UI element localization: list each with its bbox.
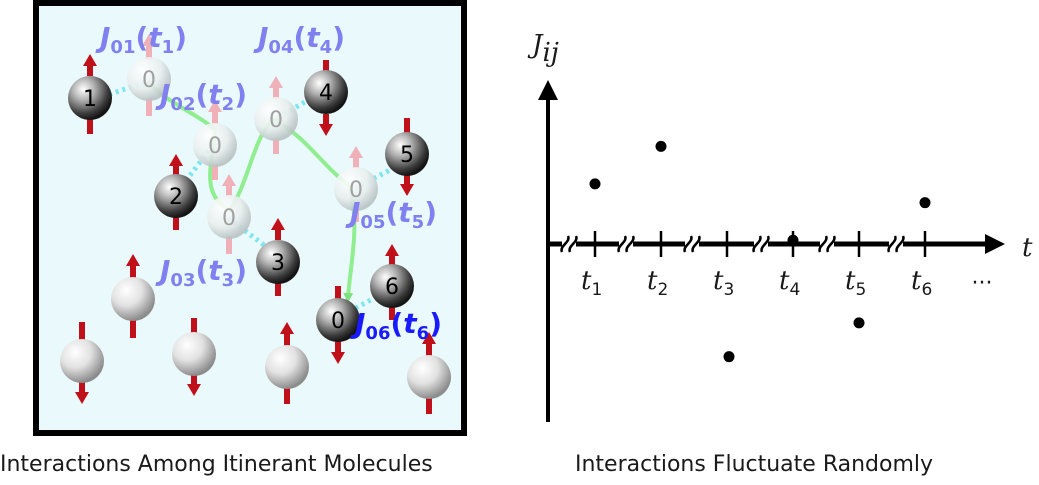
- molecule-6-label: 6: [385, 275, 399, 300]
- axis-break: [752, 235, 770, 253]
- light-molecule-d: [265, 322, 309, 404]
- ghost-molecule-t1: 0: [127, 34, 171, 116]
- ghost-label-t4: 0: [269, 108, 283, 133]
- left-caption: Interactions Among Itinerant Molecules: [0, 452, 433, 477]
- right-caption: Interactions Fluctuate Randomly: [575, 452, 934, 477]
- molecule-4-label: 4: [319, 81, 333, 106]
- data-point-t4: [787, 234, 799, 246]
- molecule-3: 3: [256, 218, 300, 296]
- light-molecule-c: [172, 318, 216, 396]
- ghost-label-t5: 0: [349, 178, 363, 203]
- j04-label: J04(t4): [253, 21, 345, 58]
- molecule-2-label: 2: [169, 185, 183, 210]
- ghost-molecule-t5: 0: [334, 146, 378, 222]
- data-point-t6: [919, 197, 931, 209]
- other-molecules: [60, 254, 451, 414]
- ghost-label-t2: 0: [208, 134, 222, 159]
- ghost-molecules: 0 0 0 0: [127, 34, 378, 254]
- molecule-0-label: 0: [331, 309, 345, 334]
- ghost-molecule-t2: 0: [193, 100, 237, 180]
- tick-label-5: t5: [845, 266, 866, 300]
- molecule-2: 2: [154, 154, 198, 230]
- molecule-6: 6: [370, 244, 414, 320]
- ghost-label-t3: 0: [222, 206, 236, 231]
- axis-break: [887, 235, 905, 253]
- molecule-0-current: 0: [316, 286, 360, 364]
- axis-break: [683, 235, 701, 253]
- tick-labels: t1 t2 t3 t4 t5 t6: [581, 266, 932, 300]
- diagram-canvas: 0 0 0 0: [33, 0, 1033, 436]
- molecule-4: 4: [304, 60, 348, 136]
- data-point-t5: [853, 317, 865, 329]
- molecule-5-label: 5: [400, 143, 414, 168]
- tick-label-2: t2: [647, 266, 668, 300]
- light-molecule-b: [60, 322, 104, 404]
- right-panel: Jij t t1 t2 t3 t4 t5 t6 ···: [527, 30, 1033, 422]
- molecule-3-label: 3: [271, 251, 285, 276]
- axis-break: [617, 235, 635, 253]
- light-molecule-a: [111, 254, 155, 338]
- x-axis-label: t: [1022, 233, 1033, 263]
- tick-label-1: t1: [581, 266, 602, 300]
- data-point-t1: [589, 178, 601, 190]
- axis-break: [818, 235, 836, 253]
- light-molecule-e: [407, 332, 451, 414]
- molecule-1-label: 1: [83, 87, 97, 112]
- data-point-t2: [655, 140, 667, 152]
- ghost-molecule-t4: 0: [254, 76, 298, 154]
- data-point-t3: [723, 351, 735, 363]
- data-points: [589, 140, 931, 363]
- axis-break: [560, 235, 578, 253]
- y-axis-label: Jij: [527, 30, 559, 68]
- molecule-5: 5: [385, 118, 429, 196]
- left-panel: 0 0 0 0: [33, 0, 467, 436]
- tick-label-4: t4: [779, 266, 800, 300]
- ghost-label-t1: 0: [142, 68, 156, 93]
- j05-label: J05(t5): [345, 196, 437, 233]
- numbered-molecules: 1 2 3: [68, 54, 429, 364]
- ghost-molecule-t3: 0: [207, 174, 251, 254]
- axis-ellipsis: ···: [972, 271, 993, 296]
- molecule-1: 1: [68, 54, 112, 134]
- j01-label: J01(t1): [95, 21, 187, 58]
- tick-label-6: t6: [911, 266, 932, 300]
- axis-breaks: [560, 235, 905, 253]
- tick-label-3: t3: [713, 266, 734, 300]
